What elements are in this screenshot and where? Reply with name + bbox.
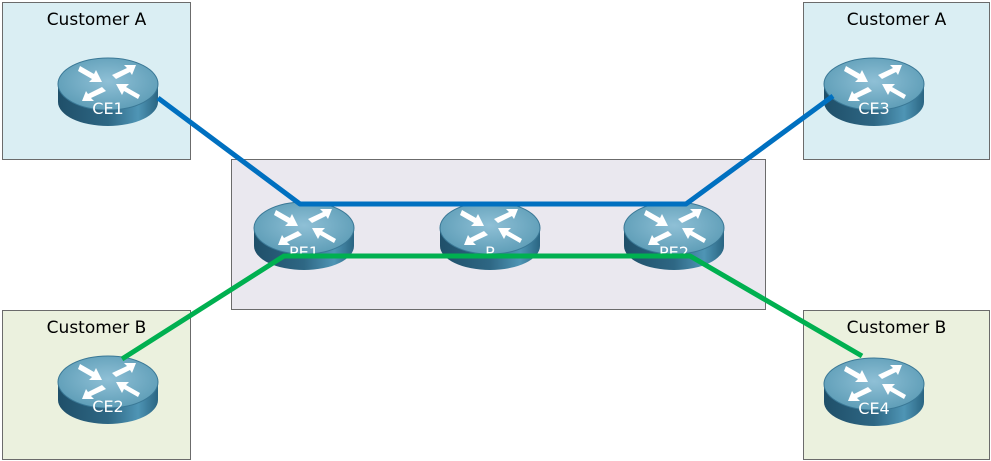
router-label: CE1 [92, 99, 124, 118]
router-ce4[interactable]: CE4 [822, 352, 926, 430]
router-p[interactable]: P [438, 196, 542, 274]
router-icon [823, 357, 925, 426]
router-icon [823, 57, 925, 126]
site-label: Customer B [46, 318, 147, 338]
router-ce1[interactable]: CE1 [56, 52, 160, 130]
router-icon [57, 57, 159, 126]
router-pe2[interactable]: PE2 [622, 196, 726, 274]
router-label: CE3 [858, 99, 890, 118]
site-customer-a-left: Customer A [2, 2, 191, 160]
site-label: Customer A [846, 10, 947, 30]
router-ce2[interactable]: CE2 [56, 350, 160, 428]
customer-b-path [120, 253, 864, 362]
router-label: CE2 [92, 397, 124, 416]
customer-a-path [156, 93, 835, 207]
router-label: CE4 [858, 399, 890, 418]
router-label: P [485, 243, 495, 262]
router-icon [439, 201, 541, 270]
site-label: Customer A [46, 10, 147, 30]
router-icon [623, 201, 725, 270]
router-icon [57, 355, 159, 424]
site-label: Customer B [846, 318, 947, 338]
router-ce3[interactable]: CE3 [822, 52, 926, 130]
